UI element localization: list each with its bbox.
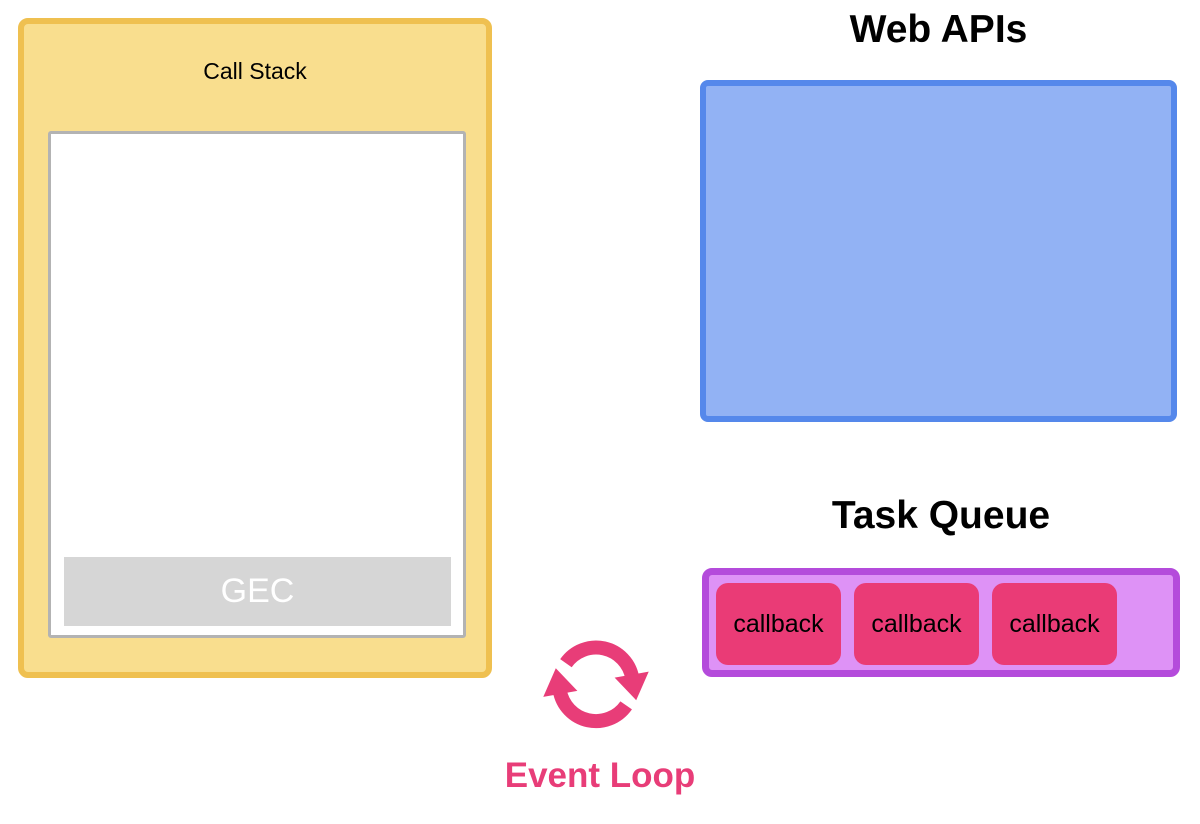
call-stack-inner-frame: GEC — [48, 131, 466, 638]
task-queue-title: Task Queue — [831, 494, 1051, 537]
web-apis-box — [700, 80, 1177, 422]
sync-arrows-icon — [543, 640, 649, 729]
gec-stack-frame: GEC — [64, 557, 451, 626]
callback-item: callback — [854, 583, 979, 665]
task-queue-box: callback callback callback — [702, 568, 1180, 677]
call-stack-title: Call Stack — [203, 58, 307, 84]
callback-item: callback — [992, 583, 1117, 665]
call-stack-box: Call Stack GEC — [18, 18, 492, 678]
event-loop-label: Event Loop — [504, 756, 696, 795]
web-apis-title: Web APIs — [849, 8, 1028, 51]
callback-item: callback — [716, 583, 841, 665]
